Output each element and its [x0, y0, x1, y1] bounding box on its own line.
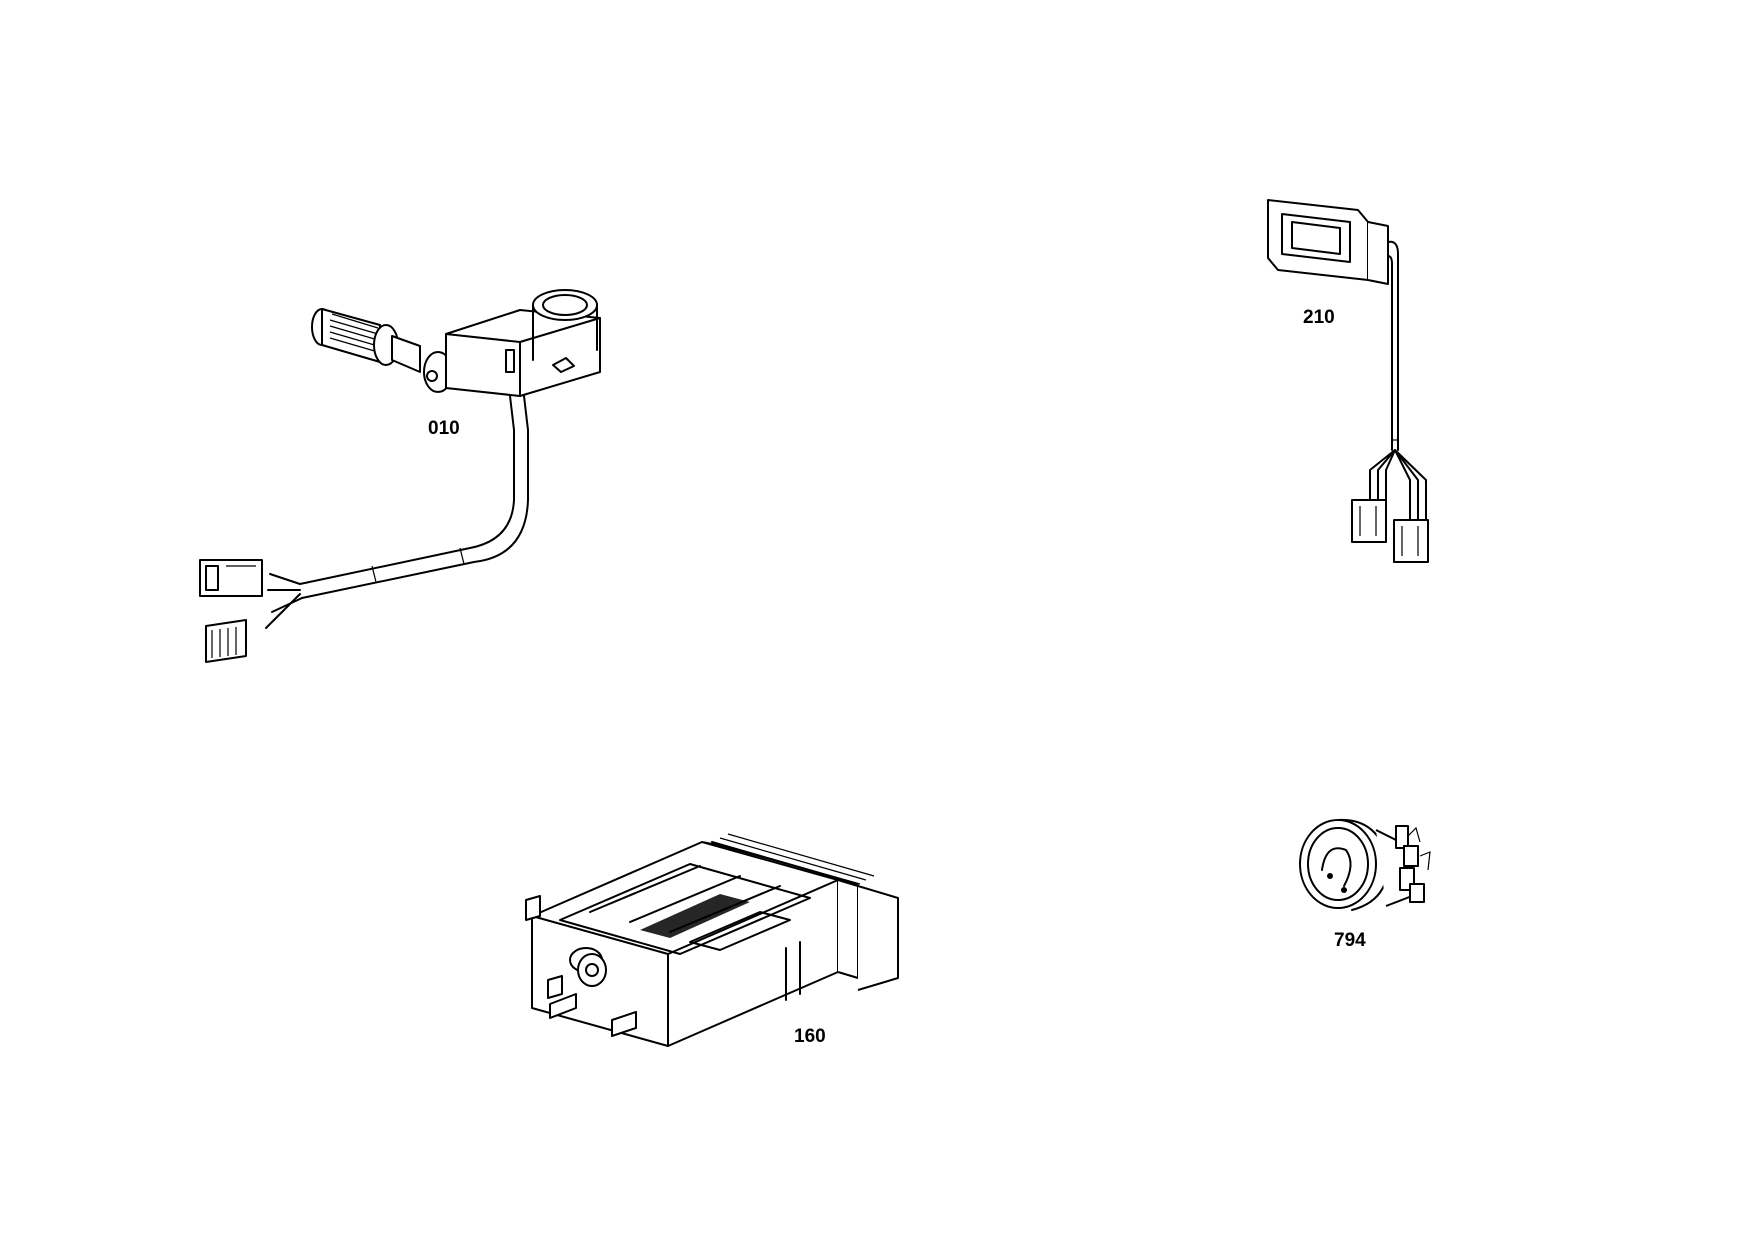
- part-label-010: 010: [428, 418, 460, 439]
- display-module-icon[interactable]: [1267, 199, 1429, 563]
- control-unit-icon[interactable]: [525, 833, 899, 1047]
- part-label-794: 794: [1334, 930, 1366, 951]
- part-label-160: 160: [794, 1026, 826, 1047]
- gauge-icon[interactable]: [1299, 818, 1431, 911]
- part-label-210: 210: [1303, 307, 1335, 328]
- lever-switch-icon[interactable]: [199, 289, 601, 663]
